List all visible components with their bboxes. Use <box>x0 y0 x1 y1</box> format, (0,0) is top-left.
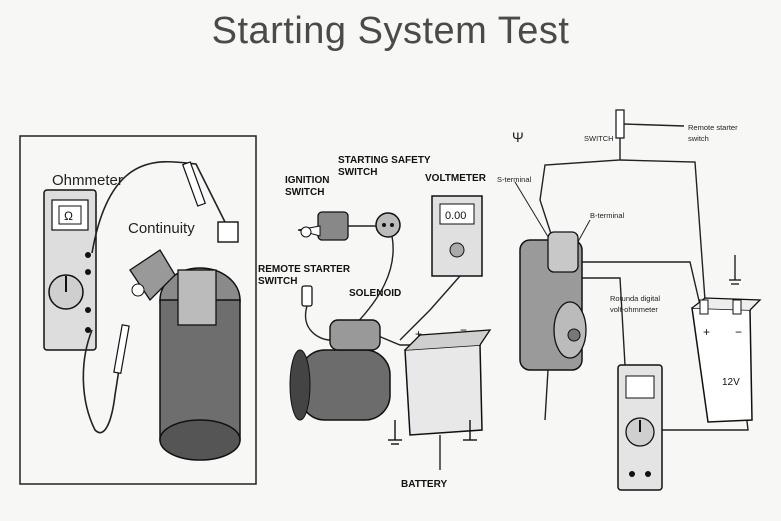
remote-starter-label-line2: SWITCH <box>258 276 297 287</box>
b-terminal-label: B-terminal <box>590 211 625 220</box>
ignition-switch-label-line2: SWITCH <box>285 187 324 198</box>
ground-symbol-right <box>729 255 741 285</box>
continuity-label: Continuity <box>128 220 195 237</box>
ohmmeter-lead-bottom <box>82 324 127 434</box>
battery-label: BATTERY <box>401 479 447 490</box>
remote-starter-label-line2: switch <box>688 134 709 143</box>
battery-negative-right: − <box>735 325 742 339</box>
key-symbol: Ψ <box>512 129 524 145</box>
ground-symbol <box>388 420 477 445</box>
voltmeter: 0.00 <box>431 195 483 277</box>
battery: + − <box>404 323 492 470</box>
rotunda-meter-panel: Ψ SWITCH Remote starter switch S-termina… <box>497 109 762 491</box>
ignition-switch <box>297 211 349 241</box>
ignition-switch-label-line1: IGNITION <box>285 175 329 186</box>
remote-starter-switch-right <box>615 109 685 139</box>
starter-motor <box>289 319 391 421</box>
remote-starter-label-line1: Remote starter <box>688 123 738 132</box>
battery-positive: + <box>415 327 422 341</box>
voltmeter-circuit-panel: IGNITION SWITCH STARTING SAFETY SWITCH V… <box>258 155 492 490</box>
voltmeter-display: 0.00 <box>445 210 466 222</box>
starter-solenoid-part <box>129 249 241 461</box>
safety-switch-label-line2: SWITCH <box>338 167 377 178</box>
remote-starter-switch <box>301 285 313 307</box>
battery-voltage: 12V <box>722 377 740 388</box>
s-terminal-label: S-terminal <box>497 175 532 184</box>
ohm-symbol: Ω <box>64 209 73 223</box>
left-panel-border <box>19 135 257 485</box>
solenoid-label: SOLENOID <box>349 288 401 299</box>
battery-negative: − <box>460 323 467 337</box>
ohmmeter-continuity-panel: Ohmmeter Continuity Ω <box>19 135 257 485</box>
voltmeter-label: VOLTMETER <box>425 173 487 184</box>
switch-label: SWITCH <box>584 134 614 143</box>
ohmmeter-label: Ohmmeter <box>52 172 123 189</box>
starter-assembly <box>519 231 587 421</box>
ohmmeter: Ω <box>43 189 97 351</box>
remote-starter-label-line1: REMOTE STARTER <box>258 264 351 275</box>
page-title: Starting System Test <box>211 10 570 52</box>
battery-12v: + − 12V <box>691 297 762 423</box>
digital-volt-ohmmeter <box>617 364 663 491</box>
meter-label-line1: Rotunda digital <box>610 294 660 303</box>
starting-safety-switch <box>375 212 401 238</box>
meter-label-line2: volt-ohmmeter <box>610 305 658 314</box>
safety-switch-label-line1: STARTING SAFETY <box>338 155 431 166</box>
battery-positive-right: + <box>703 325 710 339</box>
